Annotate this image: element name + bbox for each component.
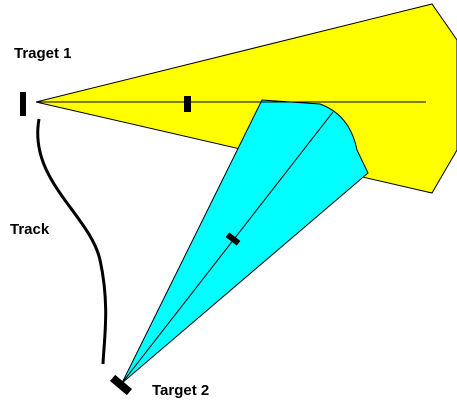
track-curve xyxy=(36,118,108,365)
target2-beam-line xyxy=(121,111,334,384)
track-label: Track xyxy=(10,221,50,238)
target1-marker xyxy=(20,92,26,116)
target2-beam-marker xyxy=(225,232,241,246)
target1-beam-marker xyxy=(184,96,191,112)
target2-marker xyxy=(110,374,132,396)
target2-coverage-sector xyxy=(121,99,369,384)
target1-label: Traget 1 xyxy=(14,45,72,62)
target2-label: Target 2 xyxy=(152,382,209,399)
